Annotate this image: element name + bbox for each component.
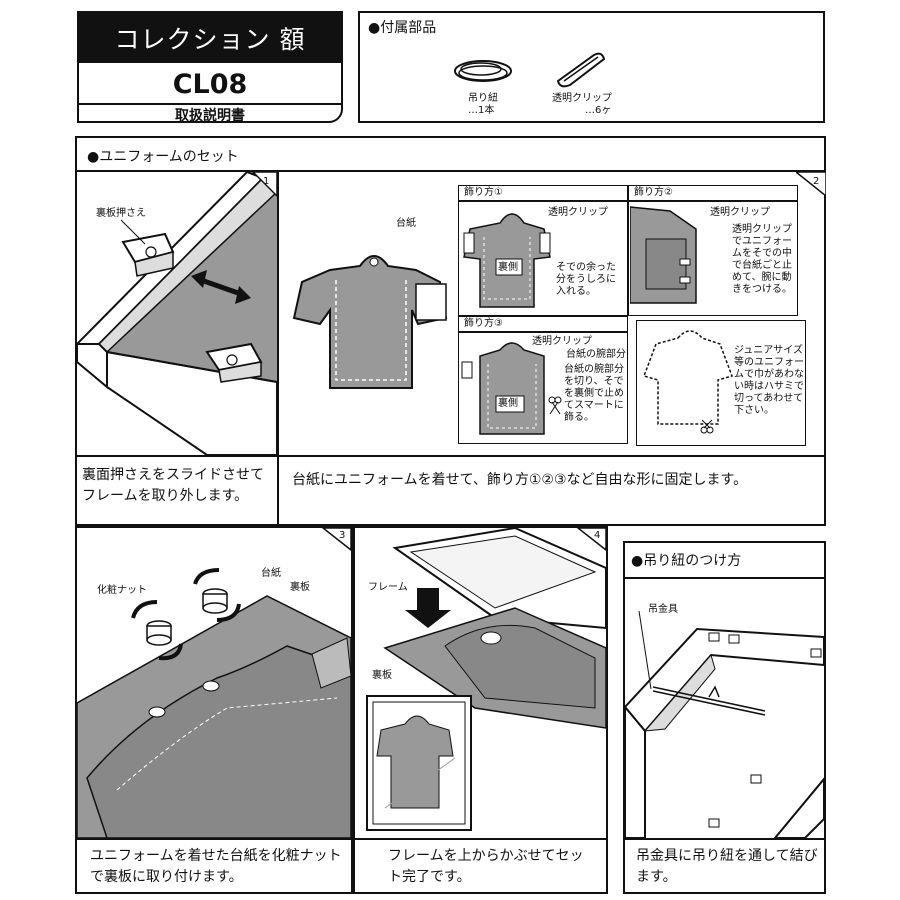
hanging-illustration: [625, 579, 824, 838]
divider: [277, 170, 279, 526]
uniform-set-heading: ●ユニフォームのセット: [87, 146, 239, 166]
style2-note: 透明クリップでユニフォームをそでの中で台紙ごと止めて、腕に動きをつける。: [732, 224, 794, 296]
accessory-clip-qty: …6ヶ: [585, 105, 611, 117]
divider: [458, 200, 628, 202]
product-title: コレクション 額: [79, 13, 341, 63]
string-icon: [448, 49, 518, 99]
step2-caption: 台紙にユニフォームを着せて、飾り方①②③など自由な形に固定します。: [292, 470, 822, 491]
step2-number: 2: [813, 176, 819, 188]
style3-clip-label: 透明クリップ: [532, 336, 592, 348]
mount-shirt-illustration: [290, 240, 450, 390]
accessory-string-name: 吊り紐: [468, 93, 498, 105]
step1-number: 1: [263, 176, 269, 188]
step3-number: 3: [339, 530, 345, 542]
step1-caption: 裏面押さえをスライドさせてフレームを取り外します。: [82, 465, 274, 507]
manual-subtitle: 取扱説明書: [79, 105, 341, 123]
style3-sleeve-label: 台紙の腕部分: [566, 349, 626, 361]
style2-shirt: [630, 203, 710, 313]
step4-illustration: [355, 528, 606, 838]
style3-back-label: 裏側: [498, 398, 518, 410]
step4-number: 4: [594, 530, 600, 542]
style2-title: 飾り方②: [634, 187, 673, 199]
style1-back-label: 裏側: [498, 262, 518, 274]
style1-note: そでの余った分をうしろに入れる。: [556, 262, 622, 298]
style3-title: 飾り方③: [464, 318, 503, 330]
accessories-heading: ●付属部品: [368, 17, 436, 37]
step3-mount-label: 台紙: [261, 568, 281, 580]
hook-label: 吊金具: [648, 604, 678, 616]
divider: [353, 838, 608, 840]
accessory-string-qty: …1本: [468, 105, 494, 117]
hanging-caption: 吊金具に吊り紐を通して結びます。: [636, 846, 822, 888]
junior-mount: [638, 324, 738, 444]
divider: [623, 838, 826, 840]
accessory-clip-name: 透明クリップ: [552, 93, 612, 105]
step3-illustration: [77, 528, 351, 838]
style1-clip-label: 透明クリップ: [548, 207, 608, 219]
step2-corner: [796, 172, 826, 196]
style1-title: 飾り方①: [464, 187, 503, 199]
style1-shirt: [460, 203, 556, 313]
junior-note: ジュニアサイズ等のユニフォームで巾があわない時はハサミで切ってあわせて下さい。: [734, 345, 804, 417]
backplate-holder-label: 裏板押さえ: [96, 208, 146, 220]
hanging-heading: ●吊り紐のつけ方: [631, 550, 741, 570]
frame-label: フレーム: [368, 582, 408, 594]
divider: [628, 200, 798, 202]
style3-note: 台紙の腕部分を切り、そでを裏側で止めてスマートに飾る。: [564, 364, 626, 424]
divider: [75, 838, 353, 840]
divider: [75, 455, 826, 457]
step3-backboard-label: 裏板: [290, 582, 310, 594]
nut-label: 化粧ナット: [97, 585, 147, 597]
accessories-panel: ●付属部品 吊り紐 …1本 透明クリップ …6ヶ: [358, 11, 825, 123]
model-number: CL08: [79, 65, 341, 105]
style3-shirt: [460, 334, 566, 440]
style2-clip-label: 透明クリップ: [710, 207, 770, 219]
step3-caption: ユニフォームを着せた台紙を化粧ナットで裏板に取り付けます。: [90, 846, 350, 888]
divider: [458, 331, 628, 333]
step4-caption: フレームを上からかぶせてセット完了です。: [388, 846, 588, 888]
mount-label: 台紙: [396, 218, 416, 230]
clip-icon: [550, 49, 610, 91]
title-block: コレクション 額 CL08 取扱説明書: [77, 11, 343, 123]
step4-backboard-label: 裏板: [372, 670, 392, 682]
